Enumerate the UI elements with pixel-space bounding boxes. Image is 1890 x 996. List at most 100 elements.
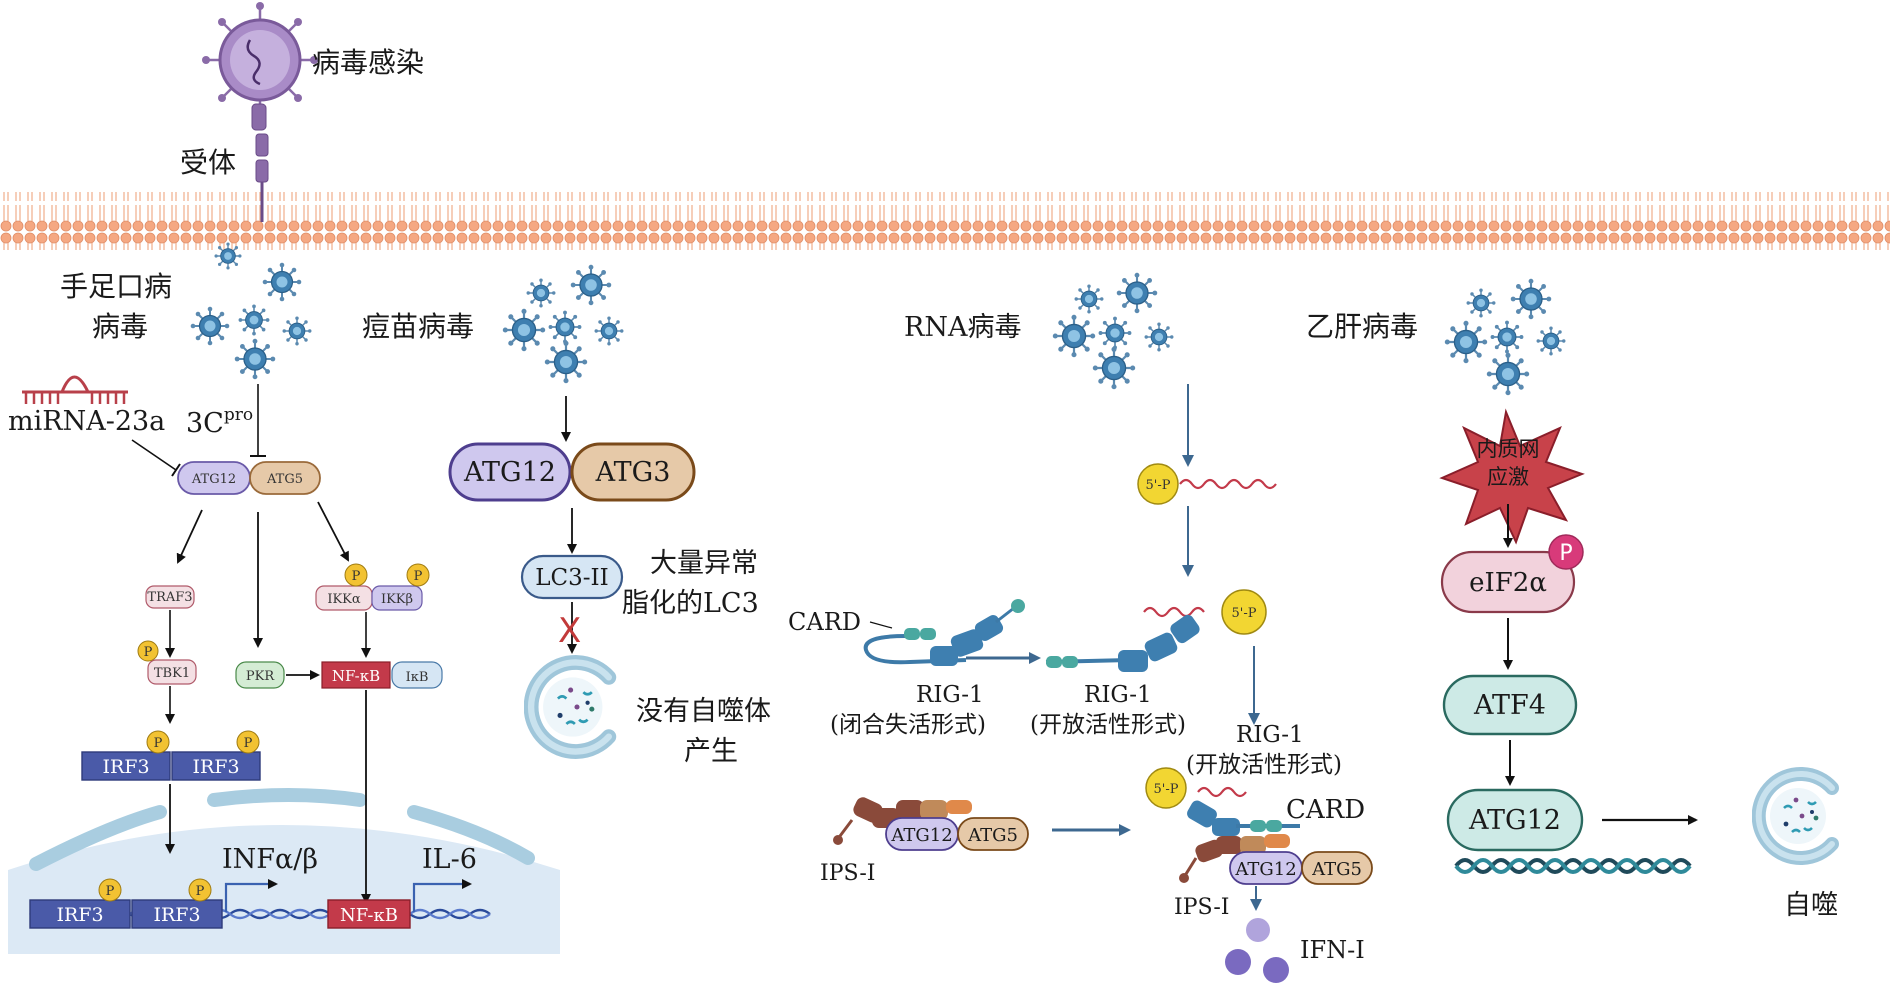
svg-text:IκB: IκB <box>406 670 429 685</box>
atg12-hbv-node <box>1446 788 1584 852</box>
rig1-closed-icon <box>863 599 1025 666</box>
svg-text:P: P <box>196 884 205 899</box>
svg-text:LC3-II: LC3-II <box>535 565 608 591</box>
er-stress-burst-icon <box>1439 408 1585 545</box>
hbv-label: 乙肝病毒 <box>1306 310 1418 343</box>
no-autophagosome-label-line1: 没有自噬体 <box>636 696 771 727</box>
svg-text:TRAF3: TRAF3 <box>147 590 192 605</box>
svg-text:P: P <box>1559 541 1572 566</box>
svg-text:ATG12: ATG12 <box>1468 805 1561 836</box>
tbk1-node <box>147 659 197 685</box>
irf3-dimer-nucleus: IRF3 IRF3 P P <box>29 878 223 929</box>
svg-text:NF-κB: NF-κB <box>332 667 380 685</box>
svg-text:5'-P: 5'-P <box>1232 606 1257 621</box>
traf3-node <box>145 585 195 609</box>
ips-i-label-complex: IPS-I <box>1174 895 1230 920</box>
receptor-label: 受体 <box>180 146 236 179</box>
svg-text:TBK1: TBK1 <box>154 666 190 681</box>
er-stress-label-line1: 内质网 <box>1477 437 1540 461</box>
transcription-start-arrow-inf <box>224 879 278 912</box>
card-label-closed: CARD <box>788 608 861 636</box>
mirna-icon <box>22 375 128 404</box>
svg-text:ATG12: ATG12 <box>890 825 952 846</box>
rig1-open-label-line1: RIG-1 <box>1084 682 1152 708</box>
virus-infection-label: 病毒感染 <box>312 46 424 79</box>
ips-i-label-free: IPS-I <box>820 861 876 886</box>
svg-text:IRF3: IRF3 <box>102 756 149 778</box>
ifn-molecules-icon <box>1225 918 1289 983</box>
rig1-closed-label-line2: (闭合失活形式) <box>830 712 986 738</box>
svg-text:ATG12: ATG12 <box>463 457 556 488</box>
svg-text:5'-P: 5'-P <box>1154 782 1179 797</box>
svg-text:IRF3: IRF3 <box>192 756 239 778</box>
svg-text:ATG5: ATG5 <box>266 472 303 487</box>
rig1-ips-complex-icon: 5'-P <box>1145 767 1300 883</box>
rig1-open-label2-line1: RIG-1 <box>1236 722 1304 748</box>
transcription-start-arrow-il6 <box>412 879 472 912</box>
pkr-node <box>235 661 285 689</box>
eif2a-node <box>1440 550 1576 614</box>
dna-strand-hbv <box>1454 858 1692 874</box>
atg12-atg5-rna-complex: ATG12 ATG5 <box>1229 851 1373 885</box>
lipidated-lc3-label-line2: 脂化的LC3 <box>622 588 759 619</box>
svg-text:ATG5: ATG5 <box>967 825 1018 846</box>
hfmd-virus-label-line2: 病毒 <box>92 310 148 343</box>
autophagy-label: 自噬 <box>1784 890 1838 921</box>
svg-text:P: P <box>144 645 153 660</box>
phospho-icon <box>137 640 159 662</box>
svg-text:5'-P: 5'-P <box>1146 478 1171 493</box>
nuclear-envelope <box>29 788 535 871</box>
rig1-open-label2-line2: (开放活性形式) <box>1186 752 1342 778</box>
cell-membrane <box>0 192 1890 250</box>
phospho-icon-eif2a <box>1548 534 1584 570</box>
svg-text:PKR: PKR <box>246 669 275 684</box>
protease-label: 3Cpro <box>186 405 253 439</box>
svg-text:ATG12: ATG12 <box>191 472 236 487</box>
er-stress-label-line2: 应激 <box>1487 465 1529 489</box>
svg-text:NF-κB: NF-κB <box>340 905 398 926</box>
inf-label: INFα/β <box>222 844 318 875</box>
hfmd-virus-cluster-icon <box>190 242 312 380</box>
svg-text:P: P <box>352 569 361 584</box>
receptor-icon <box>251 103 269 222</box>
atg12-atg5-rna-free: ATG12 ATG5 <box>885 817 1029 851</box>
card-label-complex: CARD <box>1286 795 1365 825</box>
virus-particle-icon <box>202 2 318 118</box>
svg-text:IKKβ: IKKβ <box>381 592 413 607</box>
nfkb-nucleus-node <box>327 899 411 929</box>
rna-5p-icon: 5'-P <box>1137 463 1277 505</box>
rna-virus-cluster-icon <box>1052 272 1174 390</box>
nfkb-node <box>321 661 391 689</box>
blocked-cross-icon: X <box>558 611 581 651</box>
lc3-ii-node <box>520 554 624 600</box>
ikb-node <box>391 661 443 689</box>
svg-text:IRF3: IRF3 <box>56 904 103 926</box>
autophagosome-hbv-icon <box>1759 774 1832 858</box>
no-autophagosome-label-line2: 产生 <box>684 736 738 767</box>
lipidated-lc3-label-line1: 大量异常 <box>650 548 758 579</box>
svg-text:P: P <box>414 569 423 584</box>
hbv-virus-cluster-icon <box>1444 278 1566 396</box>
ikk-complex: IKKα IKKβ P P <box>315 563 430 611</box>
mirna-label: miRNA-23a <box>8 406 165 437</box>
rig1-open-label-line2: (开放活性形式) <box>1030 712 1186 738</box>
atf4-node <box>1442 674 1578 736</box>
hfmd-virus-label-line1: 手足口病 <box>60 270 172 303</box>
svg-text:ATG3: ATG3 <box>595 457 671 488</box>
vaccinia-virus-cluster-icon <box>502 264 624 384</box>
rig1-closed-label-line1: RIG-1 <box>916 682 984 708</box>
svg-text:IRF3: IRF3 <box>153 904 200 926</box>
svg-text:IKKα: IKKα <box>327 592 361 607</box>
svg-text:ATG12: ATG12 <box>1234 859 1296 880</box>
autophagosome-icon <box>531 662 609 751</box>
vaccinia-label: 痘苗病毒 <box>362 310 474 343</box>
svg-text:P: P <box>106 884 115 899</box>
svg-text:P: P <box>154 736 163 751</box>
il6-label: IL-6 <box>422 844 477 875</box>
atg12-atg3-complex: ATG12 ATG3 <box>448 442 696 502</box>
rig1-open-icon: 5'-P <box>1045 589 1267 672</box>
irf3-dimer-cytoplasm: IRF3 IRF3 P P <box>81 730 261 781</box>
ips-i-free-icon <box>833 797 972 845</box>
svg-text:P: P <box>244 736 253 751</box>
